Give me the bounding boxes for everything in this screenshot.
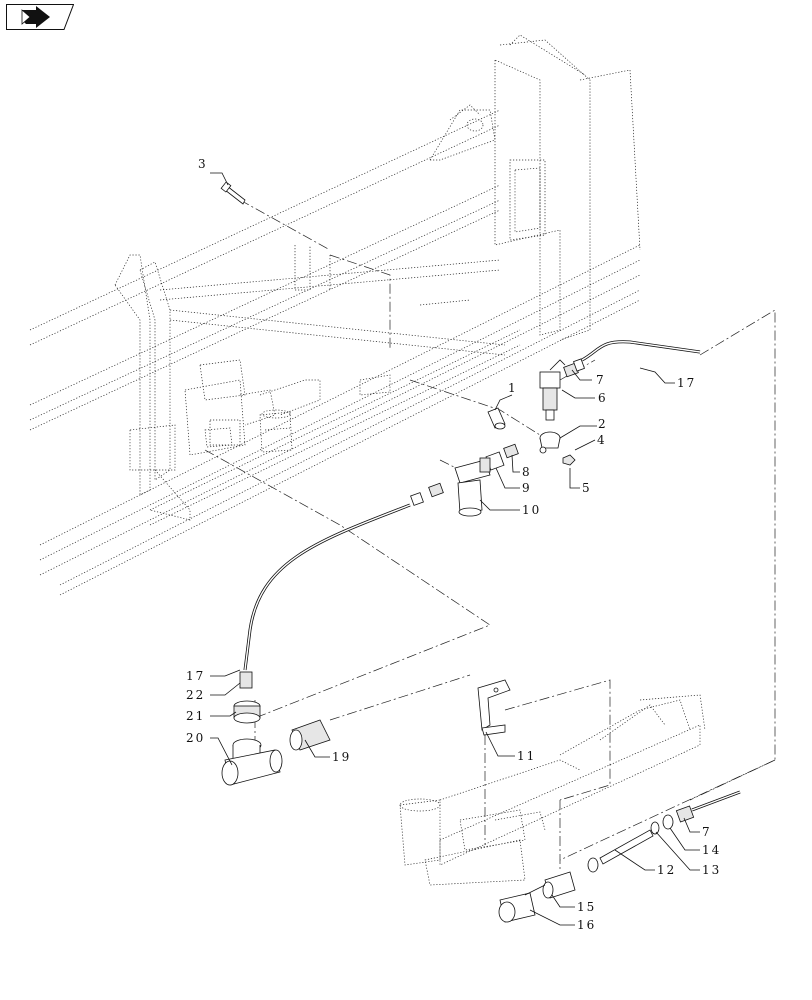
callout-7a: 7 [596, 373, 606, 387]
callout-20: 20 [186, 731, 205, 745]
callout-17a: 17 [677, 376, 696, 390]
boom-frame [29, 34, 641, 596]
arrow-forward-icon [21, 6, 50, 28]
callout-8: 8 [522, 465, 532, 479]
callout-14: 14 [702, 843, 721, 857]
part-8-fitting [503, 443, 519, 459]
callout-15: 15 [577, 900, 596, 914]
callout-10: 10 [522, 503, 541, 517]
hose-fittings-mid [410, 482, 444, 506]
assembly-lines [204, 199, 776, 870]
callout-19: 19 [332, 750, 351, 764]
valve-assembly [184, 359, 321, 456]
callout-4: 4 [597, 433, 607, 447]
callout-12: 12 [657, 863, 676, 877]
callout-1: 1 [508, 381, 518, 395]
part-15-nozzle-body [542, 871, 576, 899]
part-1-sleeve [487, 407, 506, 430]
part-17-hose-bottom [691, 790, 741, 812]
part-7-fitting-top [563, 358, 585, 378]
callout-6: 6 [598, 391, 608, 405]
part-19-nipple [289, 719, 331, 751]
callout-11: 11 [517, 749, 536, 763]
part-2-clamp [539, 431, 561, 454]
part-17-hose-top [581, 340, 701, 362]
part-3-bolt [220, 181, 246, 205]
callout-16: 16 [577, 918, 596, 932]
nav-badge[interactable] [6, 4, 74, 30]
part-16-nozzle-cap [498, 884, 546, 923]
callout-21: 21 [186, 709, 205, 723]
part-10-filter [454, 457, 491, 517]
part-22-fitting [239, 671, 253, 689]
part-13-nut [650, 821, 660, 835]
callout-5: 5 [582, 481, 592, 495]
part-12-tube [587, 829, 654, 873]
part-7-fitting-bottom [675, 805, 695, 823]
part-20-tee [221, 738, 283, 786]
callout-17b: 17 [186, 669, 205, 683]
leader-lines [210, 172, 700, 926]
part-21-bushing [233, 700, 261, 724]
callout-22: 22 [186, 688, 205, 702]
callout-3: 3 [198, 157, 208, 171]
part-14-ring [662, 814, 674, 830]
callout-7b: 7 [702, 825, 712, 839]
bottom-bracket [399, 694, 706, 886]
part-6-sensor [539, 359, 566, 421]
callout-13: 13 [702, 863, 721, 877]
callout-9: 9 [522, 481, 532, 495]
part-17-hose-lower [243, 503, 411, 671]
part-11-bracket [477, 679, 511, 736]
part-4-nut [562, 454, 576, 466]
callout-2: 2 [598, 417, 608, 431]
callouts: 3 1 7 17 6 2 4 8 5 9 10 17 22 21 20 19 1… [186, 157, 721, 932]
